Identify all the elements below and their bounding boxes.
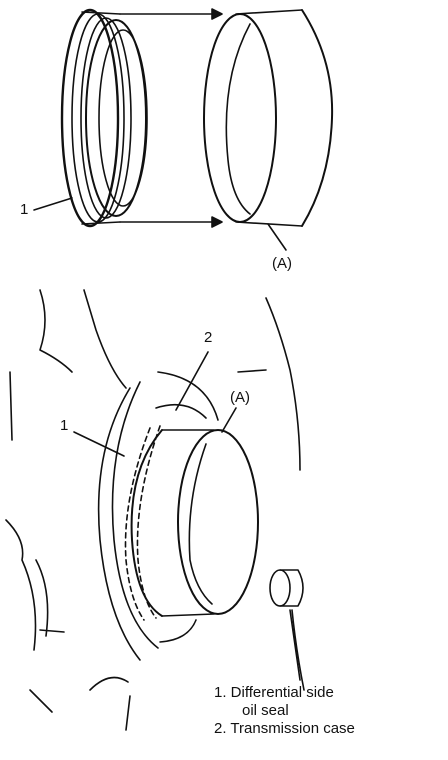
callout-1-bottom: 1: [60, 417, 69, 434]
legend-item-2: 2. Transmission case: [214, 720, 355, 737]
leader-line-legend: [289, 609, 301, 681]
callout-a-top: (A): [272, 255, 292, 272]
installer-tool-a-bottom: [130, 429, 259, 617]
leader-line-a-top: [267, 223, 287, 251]
plug-boss: [269, 569, 304, 607]
legend-item-1-continued: oil seal: [242, 702, 289, 719]
installer-tool-a-top: [203, 9, 334, 227]
leader-line-1-top: [33, 197, 73, 211]
callout-a-bottom: (A): [230, 389, 250, 406]
callout-1-top: 1: [20, 201, 29, 218]
oil-seal-part-top: [60, 8, 148, 228]
oil-seal-installed: [124, 425, 161, 621]
case-bore-flange: [97, 371, 219, 661]
parts-legend: 1. Differential side oil seal 2. Transmi…: [214, 684, 355, 738]
transmission-case-outline: [5, 289, 305, 731]
leader-line-2-bottom: [175, 351, 209, 411]
alignment-lines-top: [119, 8, 223, 228]
callout-2-bottom: 2: [204, 329, 213, 346]
leader-line-a-bottom: [221, 407, 237, 433]
leader-line-1-bottom: [73, 431, 125, 457]
legend-item-1: 1. Differential side: [214, 684, 334, 701]
